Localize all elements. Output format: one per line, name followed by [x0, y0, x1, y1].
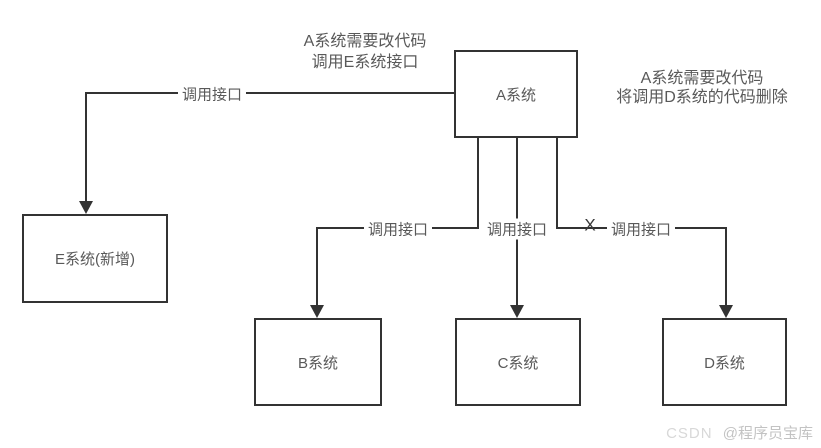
node-system-d: D系统: [662, 318, 787, 406]
edge-label-call-interface-b: 调用接口: [363, 218, 433, 240]
annotation-change-code-delete-d: A系统需要改代码 将调用D系统的代码删除: [598, 69, 806, 107]
annotation-line: 调用E系统接口: [311, 54, 419, 71]
node-system-a: A系统: [454, 50, 578, 138]
node-label: B系统: [297, 354, 338, 372]
node-label: D系统: [704, 354, 745, 372]
node-label: A系统: [495, 86, 536, 104]
edge-a-to-e-line-vertical: [85, 92, 87, 202]
arrow-down-icon: [719, 305, 733, 318]
arrow-down-icon: [310, 305, 324, 318]
node-label: C系统: [497, 354, 539, 372]
edge-a-to-b-line-vertical-upper: [477, 137, 479, 229]
annotation-line: A系统需要改代码: [303, 33, 427, 50]
edge-a-to-e-line-horizontal: [85, 92, 454, 94]
node-system-e: E系统(新增): [22, 214, 168, 303]
deleted-cross-icon: X: [584, 215, 596, 235]
edge-a-to-b-line-vertical-lower: [316, 227, 318, 306]
arrow-down-icon: [510, 305, 524, 318]
edge-a-to-d-line-vertical-upper: [556, 137, 558, 229]
annotation-line: 将调用D系统的代码删除: [616, 89, 788, 106]
watermark-handle: @程序员宝库: [722, 425, 813, 442]
edge-label-call-interface-d: 调用接口: [606, 218, 676, 240]
watermark: CSDN @程序员宝库: [666, 422, 813, 443]
node-label: E系统(新增): [55, 251, 135, 268]
edge-label-call-interface-c: 调用接口: [482, 218, 552, 240]
node-system-c: C系统: [455, 318, 581, 406]
node-system-b: B系统: [254, 318, 382, 406]
annotation-line: A系统需要改代码: [640, 70, 764, 87]
watermark-brand: CSDN: [666, 425, 713, 442]
annotation-change-code-call-e: A系统需要改代码 调用E系统接口: [265, 31, 465, 73]
edge-a-to-d-line-vertical-lower: [725, 227, 727, 306]
edge-label-call-interface-e: 调用接口: [177, 83, 247, 105]
arrow-down-icon: [79, 201, 93, 214]
